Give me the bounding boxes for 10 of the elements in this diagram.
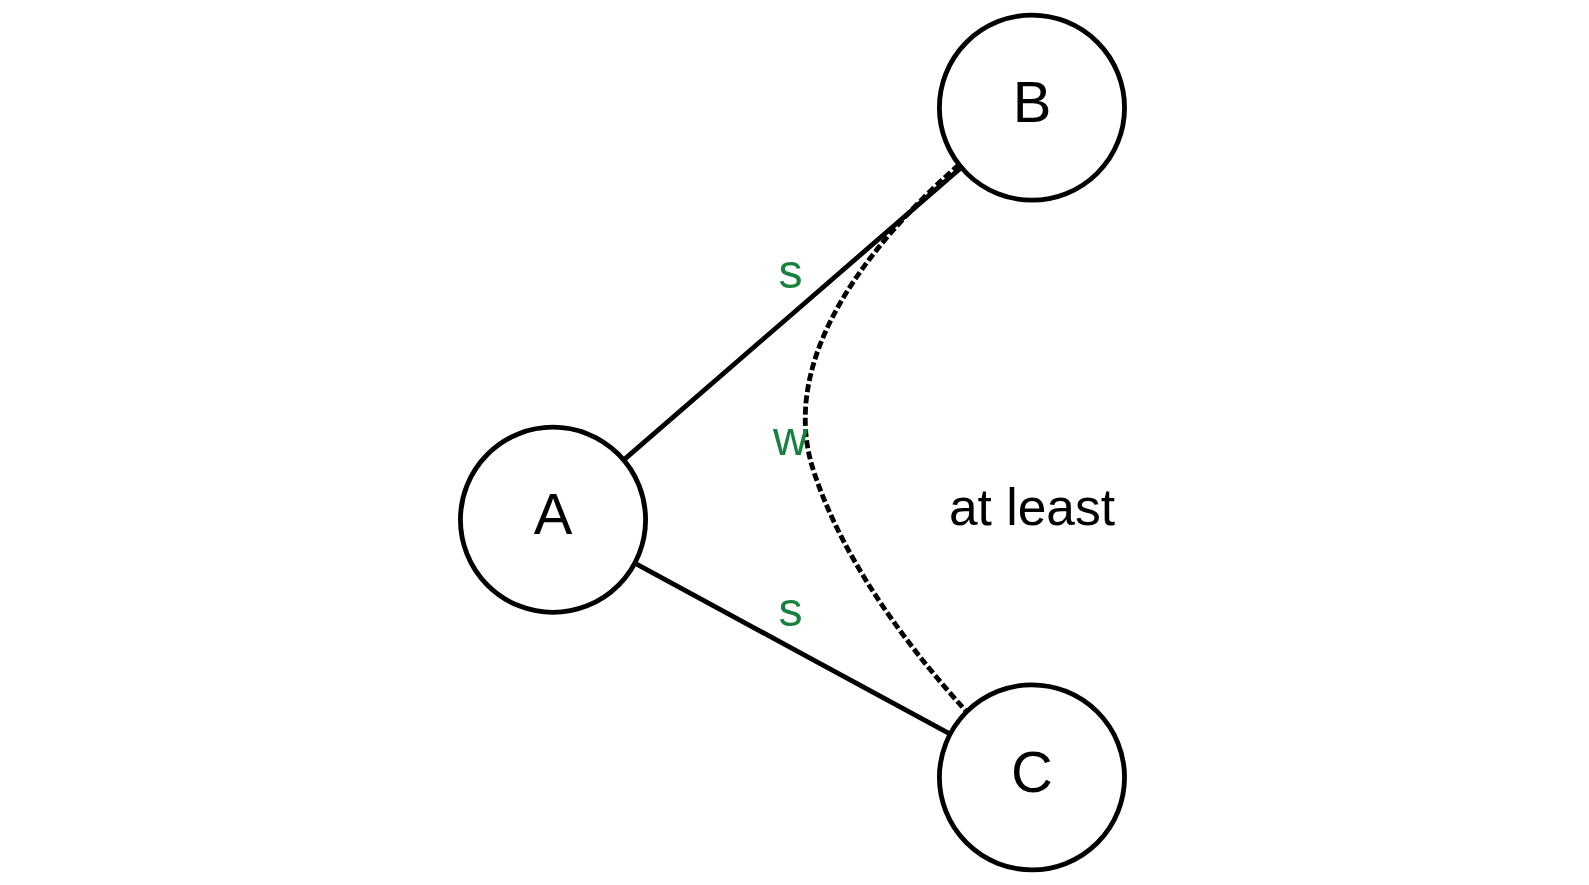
node-circle: B (936, 12, 1127, 203)
connector (622, 165, 963, 462)
edge-label: s (778, 243, 803, 298)
edge-label: w (773, 410, 808, 465)
edge-label: s (778, 582, 803, 637)
connector (803, 163, 969, 713)
label: at least (948, 477, 1115, 536)
connector (633, 561, 951, 736)
node-circle: A (458, 424, 648, 615)
node-circle: C (936, 682, 1127, 873)
